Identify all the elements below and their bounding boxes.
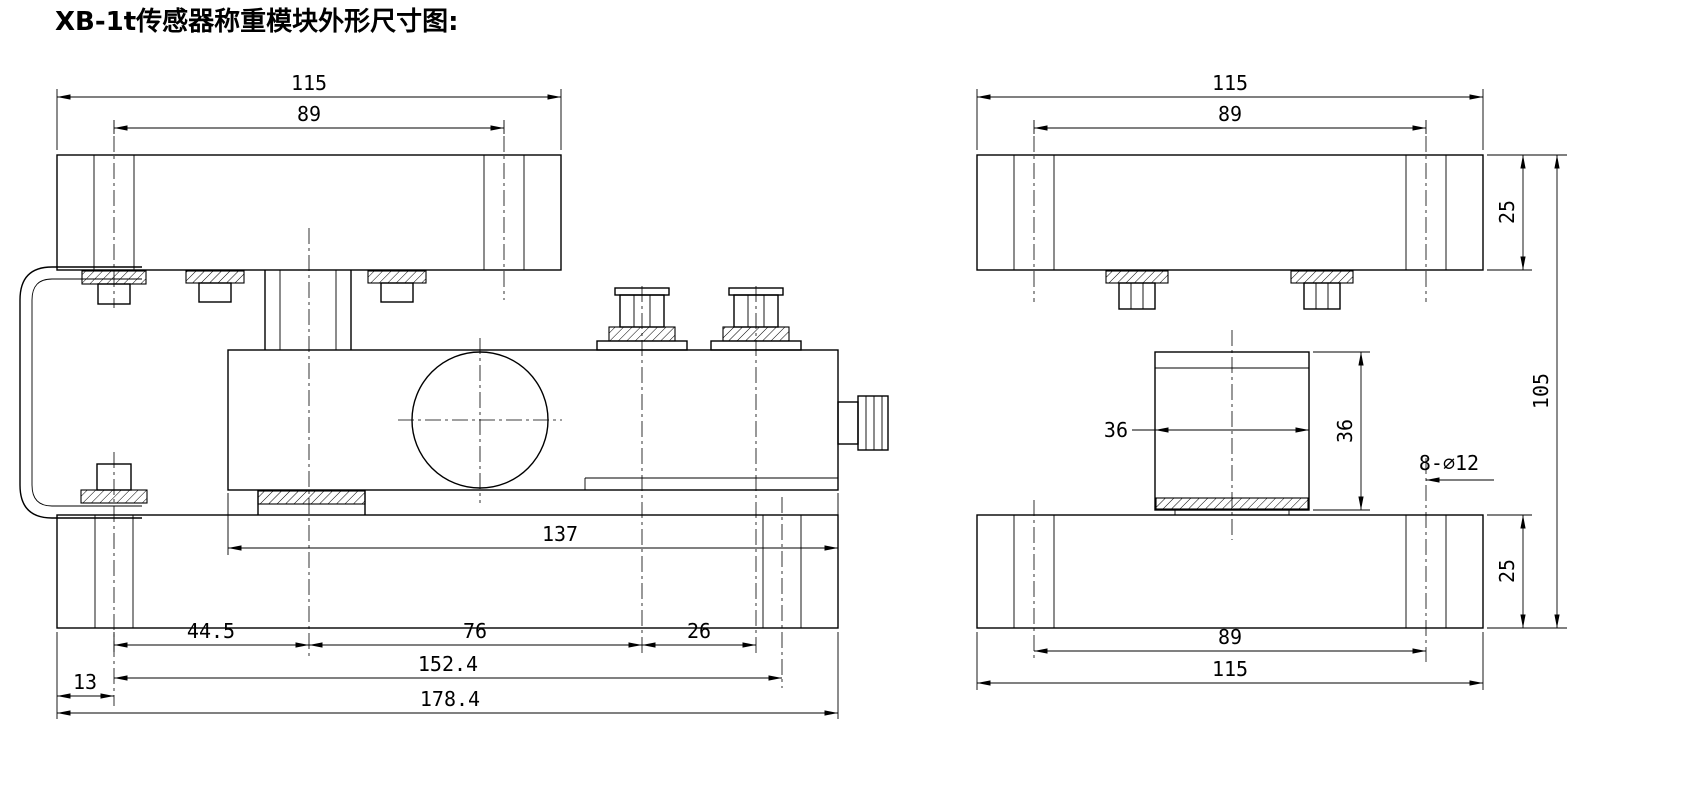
bolt-head (380, 282, 414, 303)
front-plate-bolts (185, 270, 427, 303)
washer (367, 270, 427, 284)
dim-label-edge-offset: 13 (73, 670, 97, 694)
washer (80, 489, 148, 504)
side-view: 115 89 25 105 36 36 8-∅12 25 (976, 71, 1567, 690)
foot-pad (257, 490, 366, 505)
dim-label-bottom-plate-thickness: 25 (1495, 559, 1519, 583)
dim-label-bottom-width: 115 (1212, 657, 1248, 681)
dim-label-top-holes: 89 (1218, 102, 1242, 126)
dim-label-base-holes: 152.4 (418, 652, 478, 676)
dim-label-base-length: 178.4 (420, 687, 480, 711)
front-view: 115 89 137 44.5 76 26 152.4 13 178.4 (19, 71, 889, 719)
bolt-head (198, 282, 232, 303)
strap-outer (19, 266, 142, 519)
side-plate-bolts (1105, 270, 1354, 310)
side-top-plate (976, 154, 1484, 271)
side-centerlines (1033, 136, 1427, 662)
load-boss (264, 270, 352, 350)
anti-lift-strap (19, 266, 142, 519)
dim-label-overall-height: 105 (1529, 373, 1553, 409)
bolt-cap (614, 287, 670, 296)
dim-label-seg-c: 26 (687, 619, 711, 643)
cable-connector (837, 395, 889, 451)
strap-inner (31, 278, 142, 507)
connector-neck (837, 401, 859, 445)
bolt-head (97, 283, 131, 305)
top-plate-outline (976, 154, 1484, 271)
block-foot-pad (1155, 497, 1309, 510)
connector-body (857, 395, 889, 451)
dim-label-holes-note: 8-∅12 (1419, 451, 1479, 475)
dim-label-seg-b: 76 (463, 619, 487, 643)
front-dimensions: 115 89 137 44.5 76 26 152.4 13 178.4 (56, 71, 839, 719)
front-top-plate (56, 154, 562, 271)
bolt-cap (728, 287, 784, 296)
dim-label-top-width: 115 (291, 71, 327, 95)
bolt-head (1118, 282, 1156, 310)
bottom-plate-outline (976, 514, 1484, 629)
bottom-plate-outline (56, 514, 839, 629)
washer (185, 270, 245, 284)
washer (608, 326, 676, 342)
dim-label-top-width: 115 (1212, 71, 1248, 95)
front-right-bolts (596, 287, 802, 351)
strain-hole (411, 351, 549, 489)
washer (81, 270, 147, 285)
dim-label-block-width: 36 (1104, 418, 1128, 442)
dim-label-block-height: 36 (1333, 419, 1357, 443)
washer (1105, 270, 1169, 284)
dim-label-seg-a: 44.5 (187, 619, 235, 643)
side-dimensions: 115 89 25 105 36 36 8-∅12 25 (976, 71, 1567, 690)
dim-label-top-holes: 89 (297, 102, 321, 126)
washer (722, 326, 790, 342)
side-bottom-plate (976, 514, 1484, 629)
dim-label-bottom-holes: 89 (1218, 625, 1242, 649)
front-bottom-plate (56, 514, 839, 629)
top-plate-outline (56, 154, 562, 271)
front-left-bolts (80, 270, 148, 504)
body-foot (257, 490, 366, 515)
dim-label-body-length: 137 (542, 522, 578, 546)
bolt-head (1303, 282, 1341, 310)
drawing-title: XB-1t传感器称重模块外形尺寸图: (55, 7, 459, 37)
washer (1290, 270, 1354, 284)
dim-label-top-plate-thickness: 25 (1495, 200, 1519, 224)
